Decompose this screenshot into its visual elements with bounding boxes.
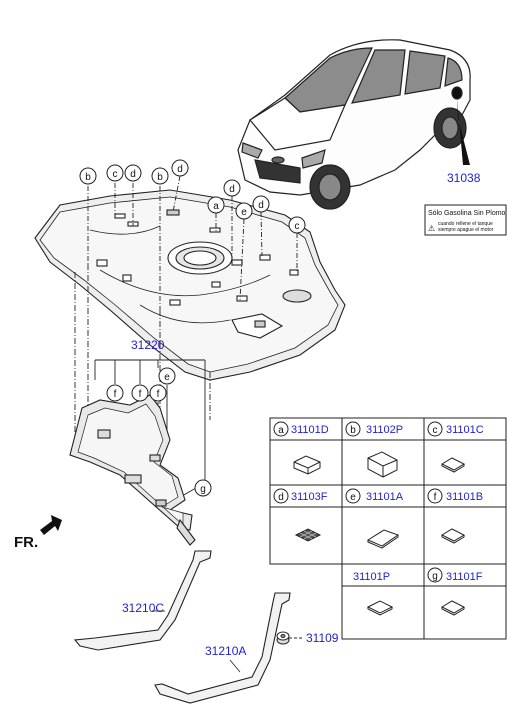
callout-circle-f-2: f <box>131 384 149 402</box>
fuel-tank <box>34 189 346 381</box>
part-label-31220: 31220 <box>131 338 165 352</box>
fuel-door-leader <box>457 98 470 165</box>
legend-cell-c: c 31101C <box>427 421 484 473</box>
svg-text:c: c <box>295 221 300 232</box>
svg-text:f: f <box>114 389 117 400</box>
legend-cell-d: d 31103F <box>273 488 328 542</box>
callout-circle-f-3: f <box>149 384 167 402</box>
part-label-31109: 31109 <box>306 631 339 645</box>
legend-cell-31101p: 31101P <box>353 571 394 616</box>
warning-icon: ⚠ <box>428 224 435 233</box>
callout-circle-d-3: d <box>223 179 241 197</box>
svg-text:d: d <box>177 164 183 175</box>
callout-circle-a-1: a <box>207 196 225 214</box>
fuel-decal: Sólo Gasolina Sin Plomo ⚠ cuando rellene… <box>424 204 507 236</box>
tank-callouts <box>74 175 298 455</box>
svg-text:c: c <box>113 169 118 180</box>
svg-text:b: b <box>350 425 356 436</box>
callout-circle-e-1: e <box>235 202 253 220</box>
nut-31109 <box>276 631 303 645</box>
svg-text:d: d <box>258 200 264 211</box>
svg-text:c: c <box>433 425 438 436</box>
part-label-31210a: 31210A <box>205 644 246 658</box>
callout-circle-c-1: c <box>106 164 124 182</box>
decal-line-2: siempre apague el motor <box>438 227 494 233</box>
legend-cell-g: g 31101F <box>427 567 483 616</box>
part-label-31210c: 31210C <box>122 601 164 615</box>
front-arrow-icon <box>40 515 62 535</box>
svg-text:b: b <box>85 172 91 183</box>
svg-text:31101D: 31101D <box>291 424 329 436</box>
callout-circle-c-2: c <box>288 216 306 234</box>
svg-text:g: g <box>432 571 438 582</box>
callout-circle-b-1: b <box>79 167 97 185</box>
car-illustration <box>237 39 471 210</box>
svg-text:f: f <box>139 389 142 400</box>
svg-text:d: d <box>229 184 235 195</box>
svg-text:31101F: 31101F <box>446 571 483 583</box>
callout-circle-f-1: f <box>106 384 124 402</box>
svg-text:a: a <box>278 425 284 436</box>
svg-text:31101P: 31101P <box>353 571 390 583</box>
svg-text:31101C: 31101C <box>446 424 484 436</box>
strap-31210c <box>73 550 212 651</box>
svg-text:31101A: 31101A <box>366 491 404 503</box>
svg-text:d: d <box>278 492 284 503</box>
svg-text:31102P: 31102P <box>366 424 403 436</box>
svg-text:f: f <box>434 492 437 503</box>
decal-line-1: cuando rellene el tanque <box>438 221 493 227</box>
parts-legend-table <box>269 417 507 640</box>
strap-31210a <box>154 592 291 704</box>
svg-text:31101B: 31101B <box>446 491 483 503</box>
svg-text:d: d <box>130 169 136 180</box>
legend-cell-f: f 31101B <box>427 488 483 544</box>
svg-text:e: e <box>350 492 356 503</box>
part-label-31038: 31038 <box>447 171 481 185</box>
svg-text:e: e <box>241 207 247 218</box>
svg-text:b: b <box>157 172 163 183</box>
legend-cell-b: b 31102P <box>345 421 403 478</box>
svg-text:f: f <box>157 389 160 400</box>
decal-title: Sólo Gasolina Sin Plomo <box>428 210 506 217</box>
legend-cell-e: e 31101A <box>345 488 404 549</box>
callout-circle-e-2: e <box>158 367 176 385</box>
pad-icon-a <box>293 455 321 475</box>
front-direction-label: FR. <box>14 534 38 551</box>
svg-text:31103F: 31103F <box>291 491 328 503</box>
heat-shield <box>69 394 196 546</box>
callout-circle-d-4: d <box>252 195 270 213</box>
pad-icon-b <box>367 451 398 478</box>
svg-text:g: g <box>200 484 206 495</box>
callout-circle-d-1: d <box>124 164 142 182</box>
svg-text:a: a <box>213 201 219 212</box>
callout-circle-g-1: g <box>194 479 212 497</box>
mesh-pad-icon-d <box>294 528 322 542</box>
callout-circle-d-2: d <box>171 159 189 177</box>
svg-text:e: e <box>164 372 170 383</box>
callout-circle-b-2: b <box>151 167 169 185</box>
legend-cell-a: a 31101D <box>273 421 329 475</box>
